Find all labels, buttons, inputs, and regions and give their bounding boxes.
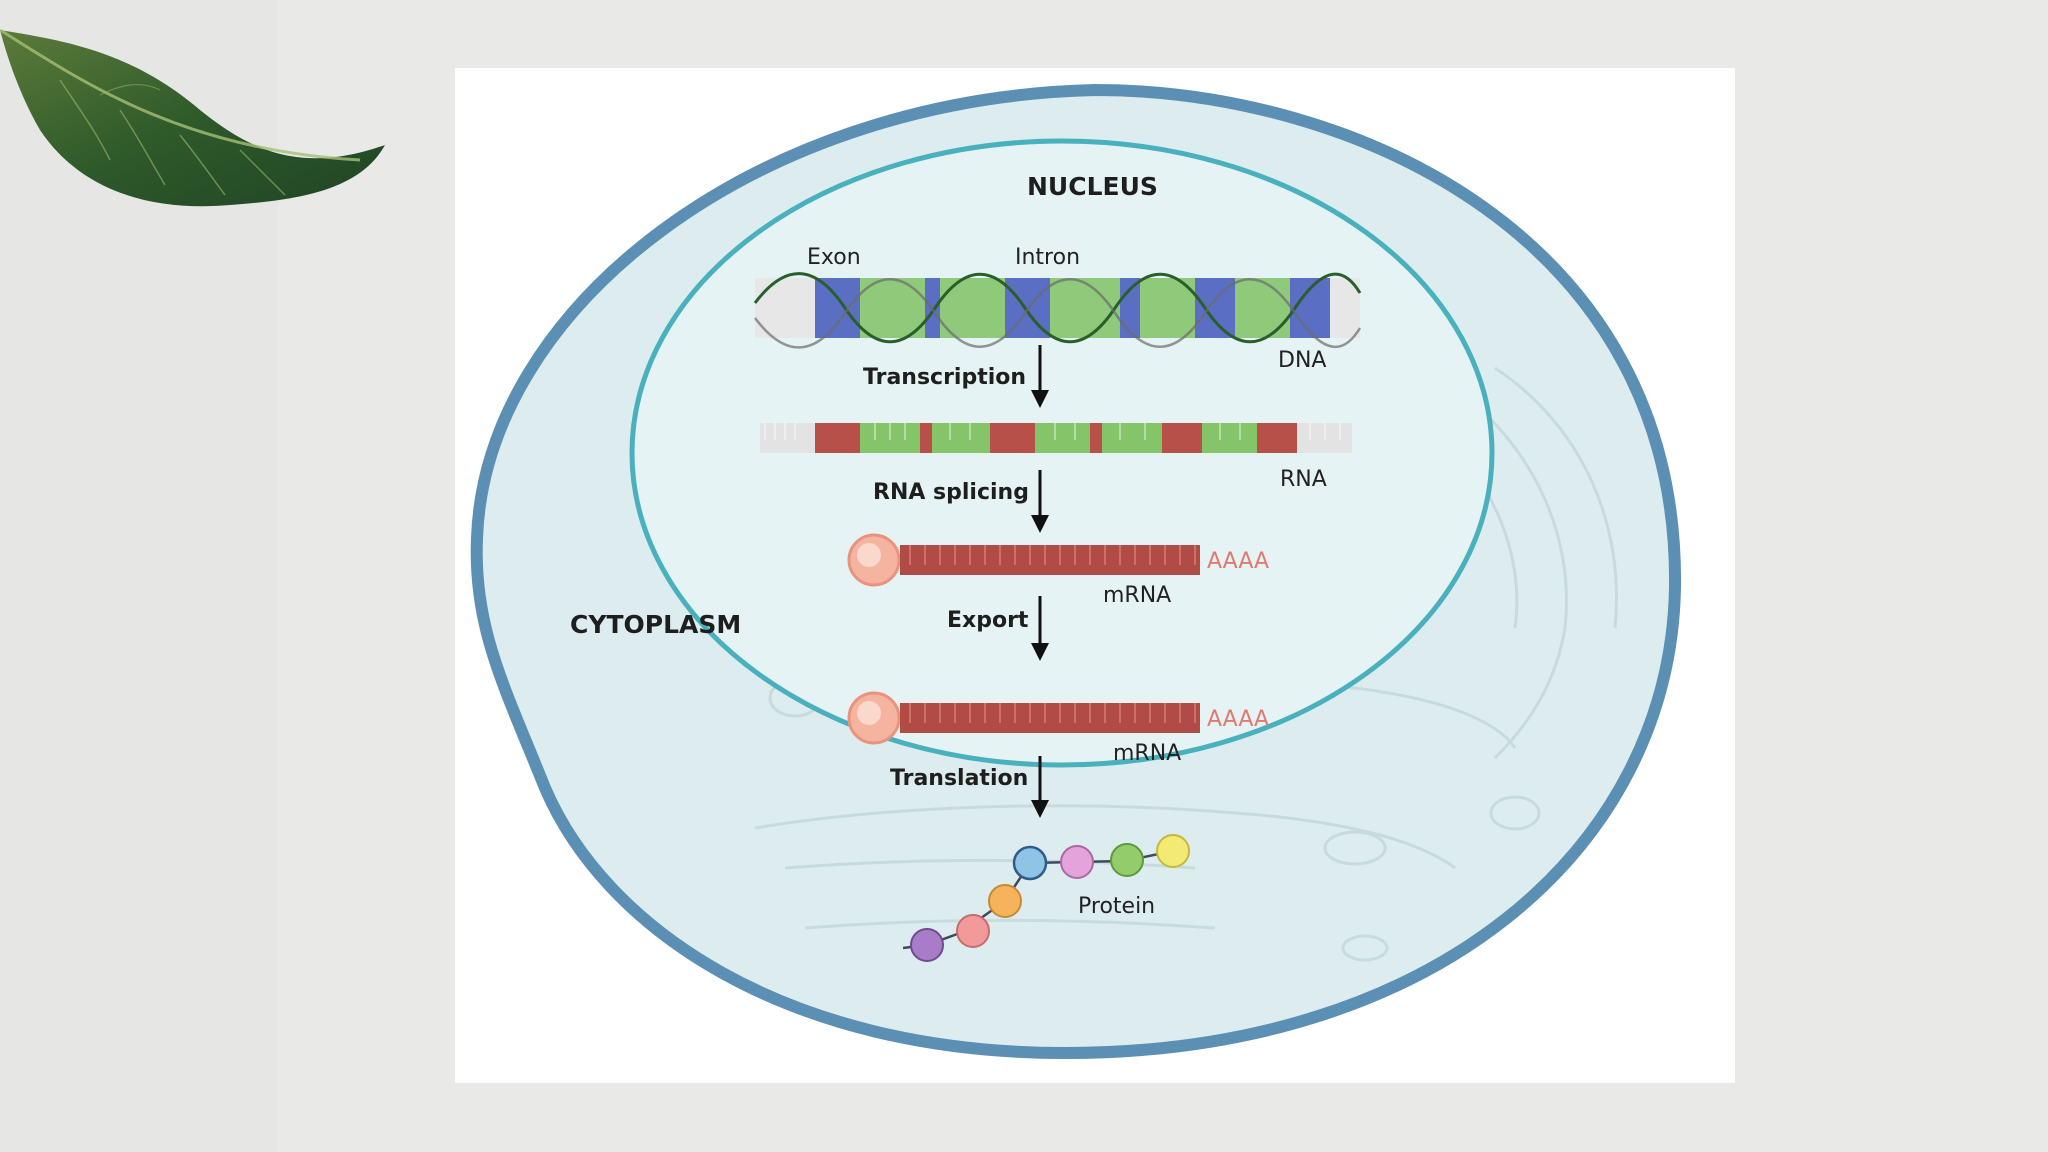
protein-label: Protein [1078,894,1155,919]
gene-expression-figure: NUCLEUS Exon Intron DNA Transcription [455,68,1735,1083]
down-arrow-icon [1031,470,1049,533]
dna-label: DNA [1278,348,1326,373]
exon-label: Exon [807,245,861,270]
leaf-decoration-icon [0,28,385,207]
down-arrow-icon [1031,596,1049,661]
step-transcription: Transcription [863,365,1026,390]
rna-strand [760,423,1352,453]
nucleus-label: NUCLEUS [1027,172,1158,201]
mrna-label-nuclear: mRNA [1103,583,1171,608]
cytoplasm-label: CYTOPLASM [570,610,741,639]
poly-a-tail-cytoplasm: AAAA [1207,707,1269,732]
down-arrow-icon [1031,756,1049,818]
mrna-label-cytoplasm: mRNA [1113,741,1181,766]
dna-helix [753,272,1362,349]
protein-chain [902,834,1190,962]
down-arrow-icon [1031,345,1049,408]
step-translation: Translation [890,766,1028,791]
rna-label: RNA [1280,467,1327,492]
mrna-cytoplasm [847,691,1200,745]
mrna-nuclear [847,533,1200,587]
step-export: Export [947,608,1029,633]
poly-a-tail-nuclear: AAAA [1207,549,1269,574]
diagram-canvas: NUCLEUS Exon Intron DNA Transcription [470,83,1682,1060]
intron-label: Intron [1015,245,1080,270]
step-rna-splicing: RNA splicing [873,480,1029,505]
